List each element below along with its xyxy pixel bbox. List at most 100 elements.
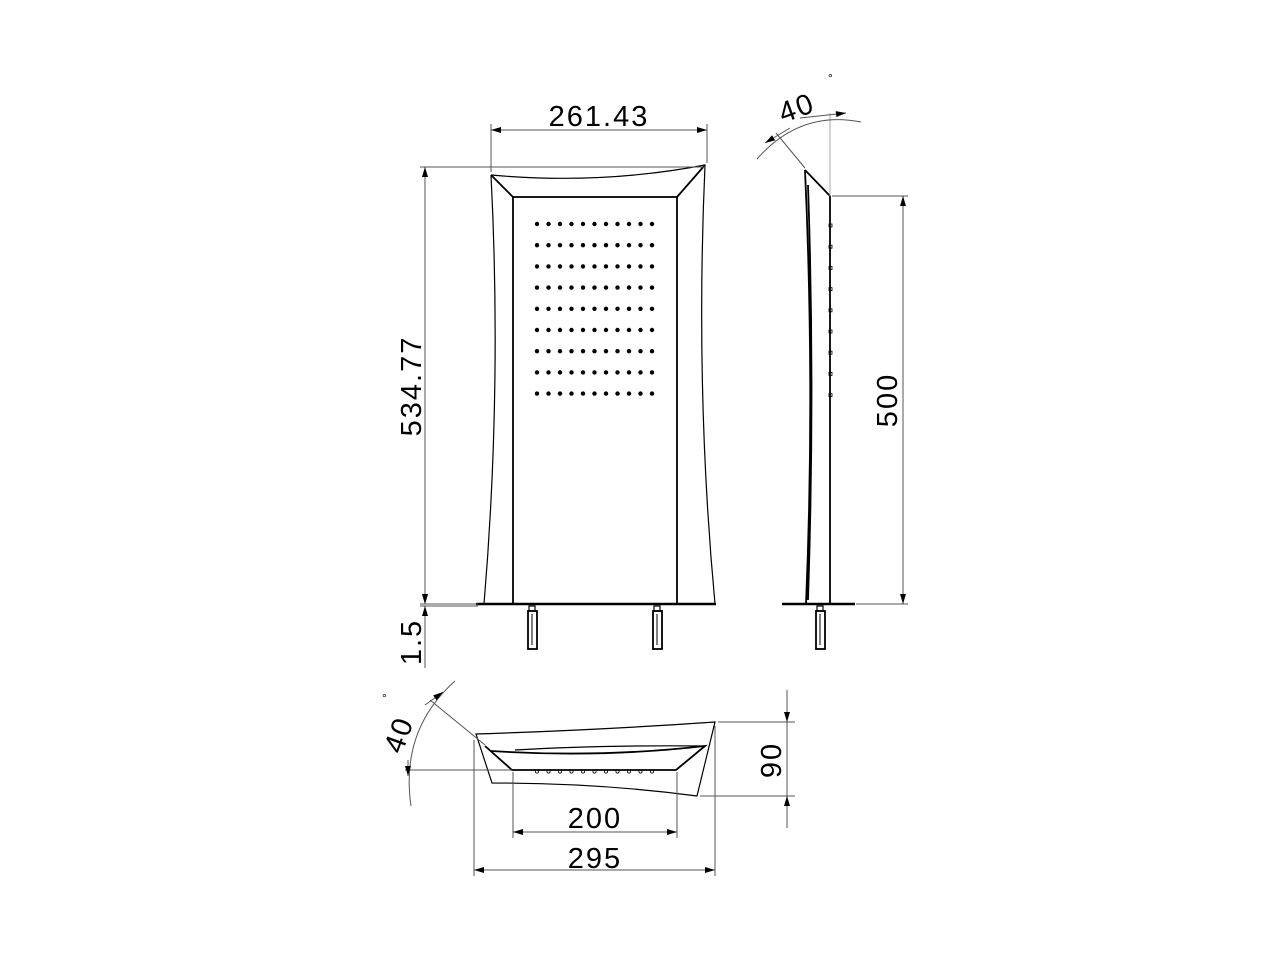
nozzle-dot <box>546 306 551 311</box>
nozzle-dot <box>557 349 563 354</box>
nozzle-dot <box>649 285 655 290</box>
bottom-nozzle <box>604 769 609 774</box>
bottom-angle-label: 40 <box>378 712 420 757</box>
nozzle-dot <box>615 370 620 375</box>
nozzle-dot <box>569 327 574 333</box>
nozzle-dot <box>557 306 563 311</box>
nozzle-dot <box>592 306 597 311</box>
nozzle-dot <box>557 327 563 333</box>
nozzle-dot <box>649 370 655 375</box>
nozzle-dot <box>615 306 620 311</box>
nozzle-dot <box>626 285 632 290</box>
nozzle-dot <box>546 391 551 396</box>
nozzle-dot <box>592 285 597 290</box>
nozzle-dot <box>580 264 586 269</box>
bottom-angle-dimension: 40 ° <box>378 680 512 807</box>
bottom-nozzle <box>615 769 620 774</box>
nozzle-dot <box>626 243 632 248</box>
nozzle-dot <box>626 349 632 354</box>
nozzle-dot <box>534 243 540 248</box>
nozzle-dot <box>580 349 586 354</box>
side-nozzle <box>828 371 833 376</box>
nozzle-dot <box>615 327 620 333</box>
nozzle-dot <box>649 243 655 248</box>
inner-width-dimension: 200 <box>512 772 678 838</box>
nozzle-dot <box>626 327 632 333</box>
nozzle-dot <box>569 285 574 290</box>
nozzle-dot <box>592 391 597 396</box>
nozzle-dot <box>580 327 586 333</box>
nozzle-dot <box>569 243 574 248</box>
nozzle-dot <box>580 243 586 248</box>
nozzle-dot <box>626 391 632 396</box>
nozzle-dot <box>626 370 632 375</box>
bottom-nozzle <box>535 769 540 774</box>
panel-inner-face <box>512 196 678 605</box>
nozzle-dot <box>546 264 551 269</box>
nozzle-dot <box>603 285 609 290</box>
side-nozzle <box>828 287 833 292</box>
side-angle-dimension: 40 ° <box>756 71 862 196</box>
nozzle-grid <box>534 221 655 396</box>
bottom-nozzle <box>650 769 655 774</box>
nozzle-dot <box>557 285 563 290</box>
front-view: 261.43 534.77 1.5 <box>396 101 716 668</box>
side-nozzle <box>828 350 833 355</box>
nozzle-dot <box>580 285 586 290</box>
nozzle-dot <box>638 306 643 311</box>
inner-width-label: 200 <box>568 803 622 835</box>
nozzle-dot <box>557 391 563 396</box>
side-angle-label: 40 <box>774 87 819 129</box>
nozzle-dot <box>615 391 620 396</box>
nozzle-dot <box>638 327 643 333</box>
nozzle-dot <box>546 370 551 375</box>
nozzle-dot <box>580 221 586 227</box>
nozzle-dot <box>649 327 655 333</box>
nozzle-dot <box>592 370 597 375</box>
nozzle-dot <box>569 349 574 354</box>
nozzle-dot <box>534 285 540 290</box>
nozzle-dot <box>649 264 655 269</box>
side-nozzle <box>828 223 833 228</box>
outer-width-dimension: 295 <box>473 726 716 876</box>
nozzle-dot <box>557 264 563 269</box>
nozzle-dot <box>592 327 597 333</box>
bevel-lines <box>490 164 706 198</box>
nozzle-dot <box>557 370 563 375</box>
nozzle-dot <box>569 370 574 375</box>
nozzle-dot <box>638 391 643 396</box>
nozzle-dot <box>638 349 643 354</box>
side-nozzle <box>828 244 833 249</box>
nozzle-dot <box>603 327 609 333</box>
width-dim-label: 261.43 <box>549 101 650 133</box>
bottom-nozzle <box>581 769 586 774</box>
nozzle-dot <box>534 349 540 354</box>
nozzle-dot <box>603 391 609 396</box>
nozzle-dot <box>626 306 632 311</box>
nozzle-dot <box>638 370 643 375</box>
height-dim-label: 534.77 <box>396 336 428 437</box>
nozzle-dot <box>649 221 655 227</box>
nozzle-dot <box>603 370 609 375</box>
nozzle-dot <box>592 349 597 354</box>
bottom-nozzle <box>592 769 597 774</box>
nozzle-dot <box>626 264 632 269</box>
nozzle-dot <box>626 221 632 227</box>
side-degree-symbol: ° <box>828 71 833 85</box>
side-profile <box>804 169 831 605</box>
nozzle-dot <box>638 264 643 269</box>
outer-width-label: 295 <box>568 843 622 875</box>
nozzle-dot <box>615 285 620 290</box>
bottom-degree-symbol: ° <box>382 691 387 705</box>
nozzle-dot <box>569 306 574 311</box>
nozzle-dot <box>603 306 609 311</box>
side-nozzle <box>828 308 833 313</box>
nozzle-dot <box>534 327 540 333</box>
bottom-nozzle <box>627 769 632 774</box>
side-nozzle <box>828 265 833 270</box>
valve-left <box>527 605 538 650</box>
depth-label: 90 <box>756 742 788 778</box>
nozzle-dot <box>615 349 620 354</box>
nozzle-dot <box>546 221 551 227</box>
